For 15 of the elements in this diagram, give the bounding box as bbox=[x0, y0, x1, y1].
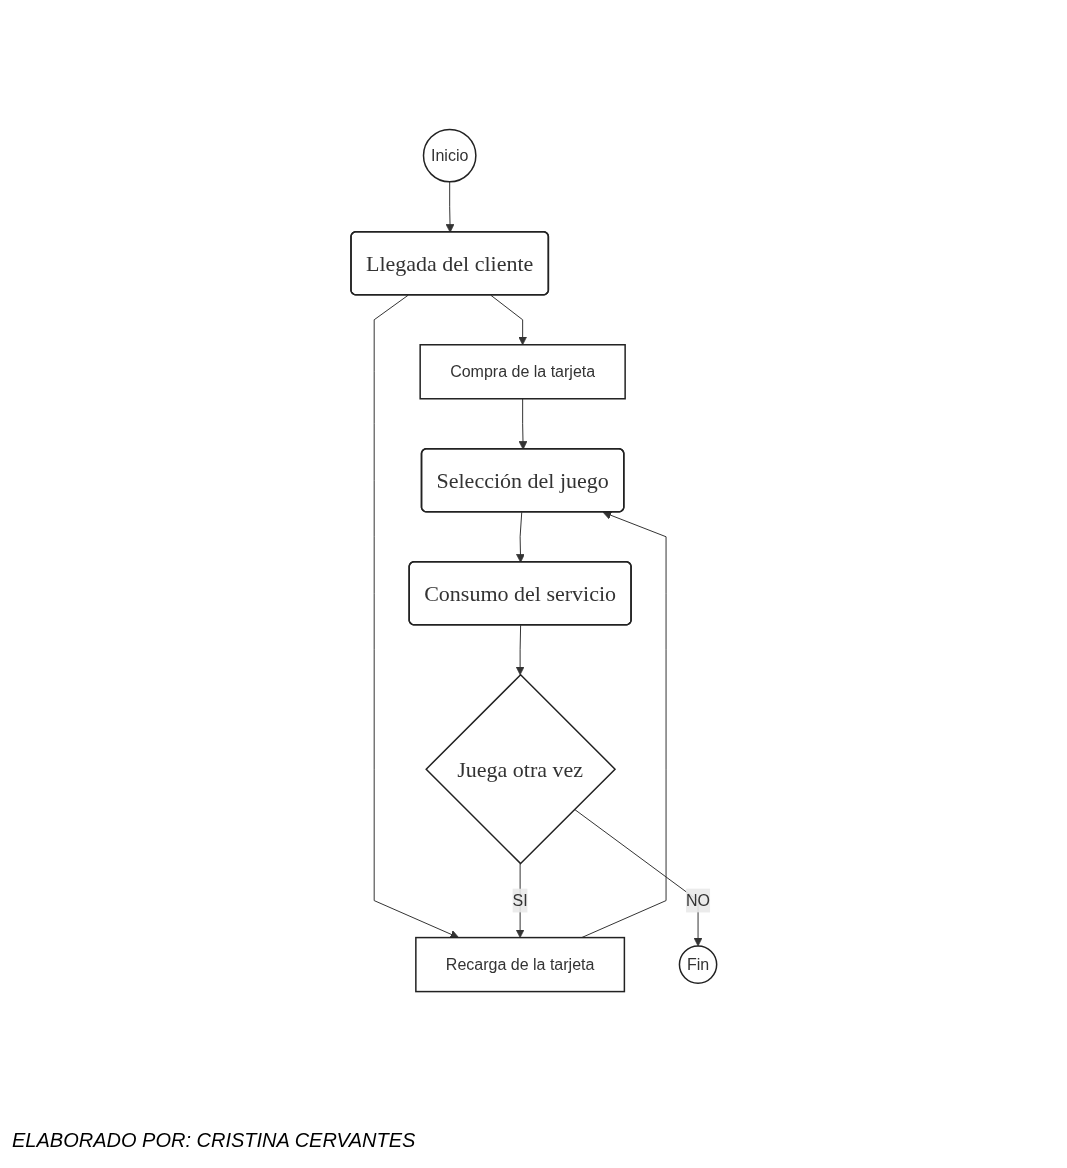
caption: ELABORADO POR: CRISTINA CERVANTES bbox=[12, 1129, 416, 1152]
node-circle: Inicio bbox=[422, 128, 477, 183]
arrow bbox=[573, 808, 703, 947]
edge-label: NO bbox=[685, 891, 710, 909]
edge-label: SI bbox=[512, 891, 528, 909]
arrow bbox=[490, 294, 527, 346]
arrow bbox=[373, 294, 459, 939]
arrow bbox=[518, 398, 528, 450]
arrow bbox=[445, 181, 455, 233]
arrow bbox=[515, 624, 525, 676]
arrow bbox=[515, 511, 525, 563]
node-diamond: Juega otra vez bbox=[424, 673, 616, 865]
node-circle: Fin bbox=[678, 945, 718, 984]
node-box: Recarga de la tarjeta bbox=[414, 936, 625, 993]
node-box: Compra de la tarjeta bbox=[419, 344, 626, 400]
